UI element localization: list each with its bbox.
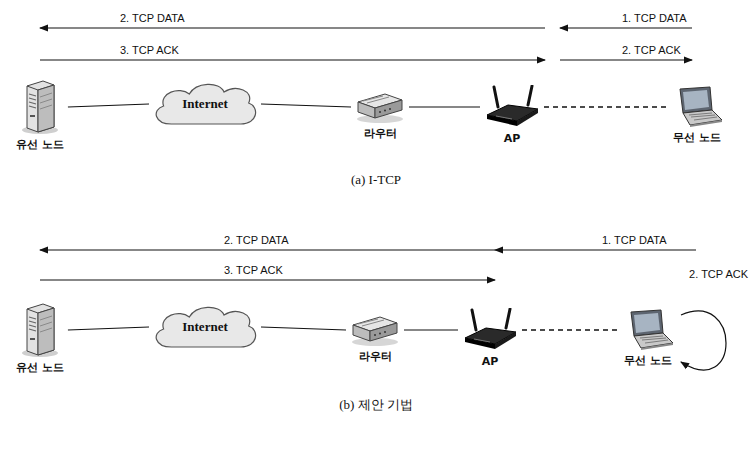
wired-link bbox=[261, 327, 346, 330]
edge-label: 2. TCP ACK bbox=[687, 268, 750, 281]
router-icon bbox=[355, 90, 405, 124]
message-arrow bbox=[560, 59, 692, 60]
message-arrow bbox=[560, 27, 692, 28]
node-label: AP bbox=[484, 132, 540, 146]
wireless-link bbox=[522, 329, 617, 331]
laptop-node: 무선 노드 bbox=[617, 307, 679, 370]
router-icon bbox=[350, 313, 400, 347]
edge-label: 2. TCP DATA bbox=[222, 234, 291, 247]
laptop-node: 무선 노드 bbox=[666, 84, 728, 147]
node-label: 유선 노드 bbox=[16, 138, 64, 152]
ap-icon bbox=[484, 85, 540, 129]
message-arrow bbox=[40, 249, 495, 250]
edge-label: 2. TCP DATA bbox=[118, 12, 187, 25]
access-point-node: AP bbox=[458, 306, 522, 371]
cloud-label: Internet bbox=[182, 96, 228, 112]
node-label: 유선 노드 bbox=[16, 361, 64, 375]
edge-label: 2. TCP ACK bbox=[620, 44, 683, 57]
node-label: 라우터 bbox=[350, 350, 400, 364]
edge-label: 3. TCP ACK bbox=[118, 44, 181, 57]
wired-link bbox=[68, 327, 149, 330]
message-arrow bbox=[40, 59, 545, 60]
server-icon bbox=[21, 79, 59, 135]
message-arrow bbox=[40, 279, 495, 280]
edge-label: 1. TCP DATA bbox=[600, 234, 669, 247]
server-icon bbox=[21, 302, 59, 358]
laptop-icon bbox=[670, 86, 724, 128]
wired-link bbox=[68, 104, 149, 107]
message-arrow bbox=[40, 27, 545, 28]
edge-label: 1. TCP DATA bbox=[620, 12, 689, 25]
wired-link bbox=[261, 104, 351, 107]
message-arrow bbox=[495, 249, 696, 250]
self-loop-arrow bbox=[681, 311, 726, 370]
access-point-node: AP bbox=[480, 83, 544, 148]
wireless-link bbox=[544, 106, 666, 108]
cloud-label: Internet bbox=[182, 319, 228, 335]
edge-label: 3. TCP ACK bbox=[222, 264, 285, 277]
laptop-icon bbox=[621, 309, 675, 351]
wired-link bbox=[404, 329, 458, 330]
node-label: 라우터 bbox=[355, 127, 405, 141]
internet-cloud: Internet bbox=[149, 80, 261, 128]
router-node: 라우터 bbox=[346, 311, 404, 366]
server-node: 유선 노드 bbox=[12, 300, 68, 377]
panel-caption: (a) I-TCP bbox=[351, 172, 401, 188]
node-label: 무선 노드 bbox=[670, 131, 724, 145]
ap-icon bbox=[462, 308, 518, 352]
server-node: 유선 노드 bbox=[12, 77, 68, 154]
node-label: 무선 노드 bbox=[621, 354, 675, 368]
wired-link bbox=[409, 106, 480, 107]
internet-cloud: Internet bbox=[149, 303, 261, 351]
router-node: 라우터 bbox=[351, 88, 409, 143]
node-label: AP bbox=[462, 355, 518, 369]
panel-caption: (b) 제안 기법 bbox=[339, 397, 413, 413]
